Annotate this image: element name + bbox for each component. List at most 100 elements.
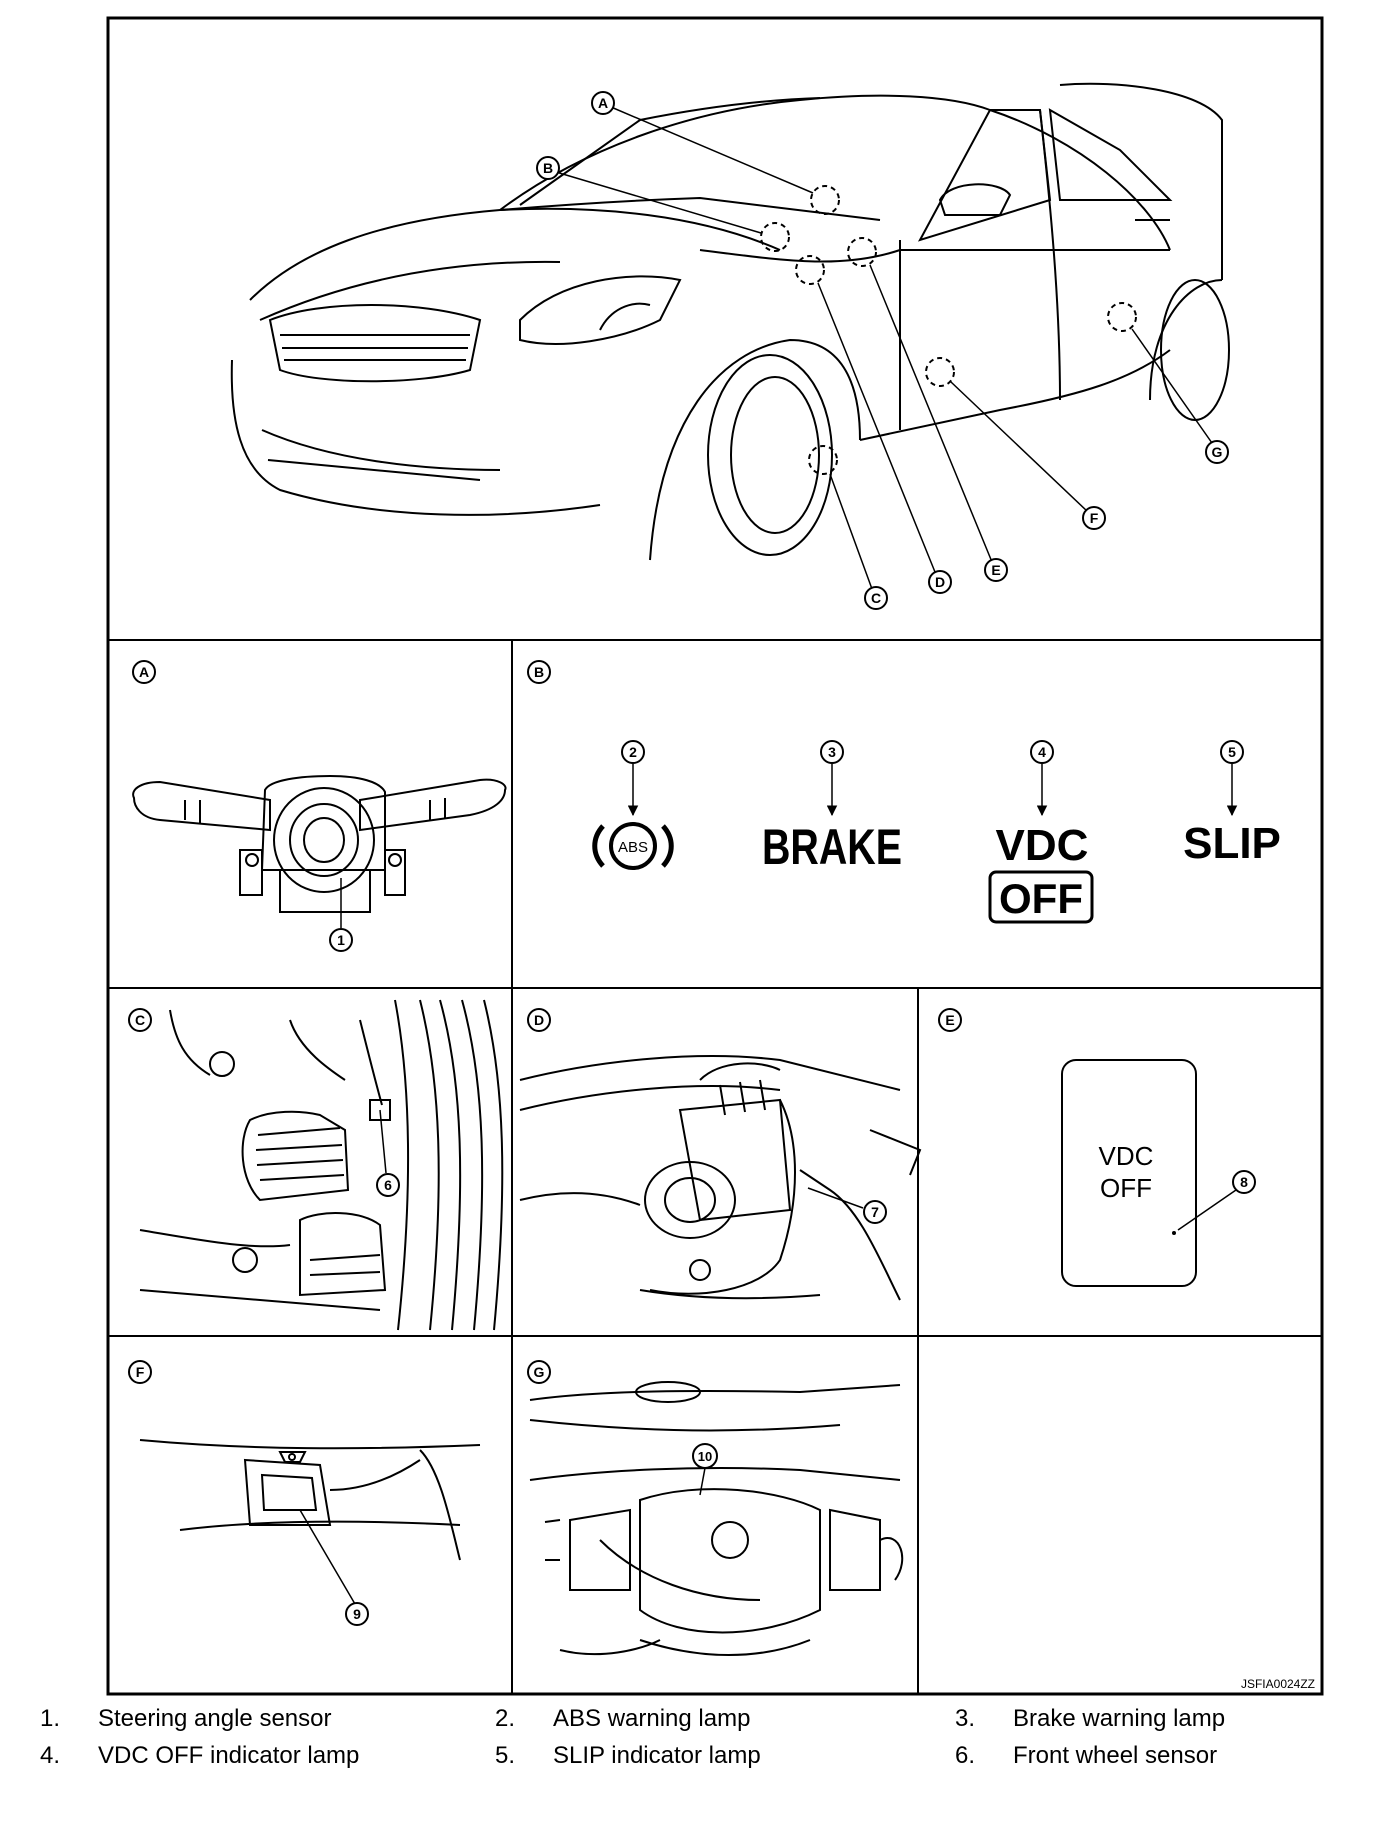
callout-10-leader [699,1467,706,1496]
location-marker-f [925,357,955,387]
abs-warning-lamp-symbol: ABS [592,822,674,870]
callout-b-text: B [543,160,553,176]
callout-8: 8 [1232,1170,1256,1194]
callout-c: C [864,586,888,610]
callout-6: 6 [376,1173,400,1197]
car-overview-illustration [230,82,1230,561]
callout-6-text: 6 [384,1177,392,1193]
off-lamp-frame [988,870,1094,924]
panel-b: B 2 3 4 5 ABS BRAKE VDC OFF SLIP [527,660,1281,924]
legend-num: 5. [495,1742,516,1769]
callout-5: 5 [1220,740,1244,764]
legend-num: 1. [40,1705,61,1732]
slip-lamp-text: SLIP [1183,819,1281,868]
callout-9: 9 [345,1602,369,1626]
figure-id: JSFIA0024ZZ [1241,1677,1315,1691]
location-marker-d [795,255,825,285]
callout-7-text: 7 [871,1204,879,1220]
location-marker-g [1107,302,1137,332]
panel-f: F 9 [128,1360,481,1626]
panel-c: C 6 [128,999,504,1331]
callout-4-text: 4 [1038,744,1046,760]
legend-text: ABS warning lamp [553,1705,751,1732]
panel-d: D 7 [519,1008,922,1301]
callout-g-text: G [1212,444,1223,460]
location-marker-e [847,237,877,267]
panel-g-label-text: G [534,1364,545,1380]
overview-leader-lines [555,106,1213,590]
callout-7: 7 [863,1200,887,1224]
sensor-9-illustration [139,1439,481,1561]
legend-num: 2. [495,1705,516,1732]
panel-a-label: A [132,660,156,684]
callout-1-text: 1 [337,932,345,948]
callout-10: 10 [692,1443,718,1469]
rear-sensor-illustration [529,1381,904,1656]
vdc-off-switch [1061,1059,1197,1287]
location-markers [760,185,1137,475]
panel-c-label: C [128,1008,152,1032]
panel-e: E VDC OFF 8 [938,1008,1256,1287]
callout-e-text: E [991,562,1000,578]
steering-angle-sensor-illustration [132,774,507,913]
vdc-lamp-text: VDC [996,821,1089,870]
location-marker-c [808,445,838,475]
panel-g-label: G [527,1360,551,1384]
panel-b-label-text: B [534,664,544,680]
panel-e-label: E [938,1008,962,1032]
callout-2: 2 [621,740,645,764]
legend-text: VDC OFF indicator lamp [98,1742,360,1769]
abs-lamp-text: ABS [618,839,648,856]
callout-g: G [1205,440,1229,464]
panel-c-label-text: C [135,1012,145,1028]
diagram-frame [106,16,1324,1696]
callout-3: 3 [820,740,844,764]
callout-3-text: 3 [828,744,836,760]
legend-text: Brake warning lamp [1013,1705,1226,1732]
panel-a-label-text: A [139,664,149,680]
callout-d: D [928,570,952,594]
location-marker-a [810,185,840,215]
callout-9-text: 9 [353,1606,361,1622]
front-wheel-sensor-illustration [139,999,504,1331]
panel-g: G 10 [527,1360,904,1656]
location-marker-b [760,222,790,252]
brake-lamp-text: BRAKE [762,819,902,875]
callout-6-leader [379,1109,387,1174]
vdc-off-switch-line1: VDC [1099,1141,1154,1171]
panel-b-label: B [527,660,551,684]
callout-7-leader [807,1187,864,1209]
vdc-off-switch-dot [1172,1231,1176,1235]
callout-f: F [1082,506,1106,530]
callout-f-text: F [1090,510,1099,526]
legend-text: SLIP indicator lamp [553,1742,761,1769]
panel-a: A 1 [132,660,507,952]
legend-text: Front wheel sensor [1013,1742,1218,1769]
callout-a-text: A [598,95,608,111]
callout-a: A [591,91,615,115]
overview-callouts: A B C D E F G [536,91,1229,610]
callout-1: 1 [329,928,353,952]
callout-d-text: D [935,574,945,590]
legend-num: 4. [40,1742,61,1769]
legend-text: Steering angle sensor [98,1705,332,1732]
callout-e: E [984,558,1008,582]
callout-8-leader [1177,1189,1237,1231]
panel-f-label: F [128,1360,152,1384]
panel-d-label-text: D [534,1012,544,1028]
callout-9-leader [299,1509,356,1605]
callout-4: 4 [1030,740,1054,764]
panel-e-label-text: E [945,1012,954,1028]
vdc-off-switch-line2: OFF [1100,1173,1152,1203]
callout-b: B [536,156,560,180]
panel-f-label-text: F [136,1364,145,1380]
callout-5-text: 5 [1228,744,1236,760]
callout-10-text: 10 [698,1449,712,1464]
legend-num: 3. [955,1705,976,1732]
callout-2-text: 2 [629,744,637,760]
callout-c-text: C [871,590,881,606]
legend-num: 6. [955,1742,976,1769]
off-lamp-text: OFF [999,875,1083,922]
abs-actuator-illustration [519,1055,922,1301]
